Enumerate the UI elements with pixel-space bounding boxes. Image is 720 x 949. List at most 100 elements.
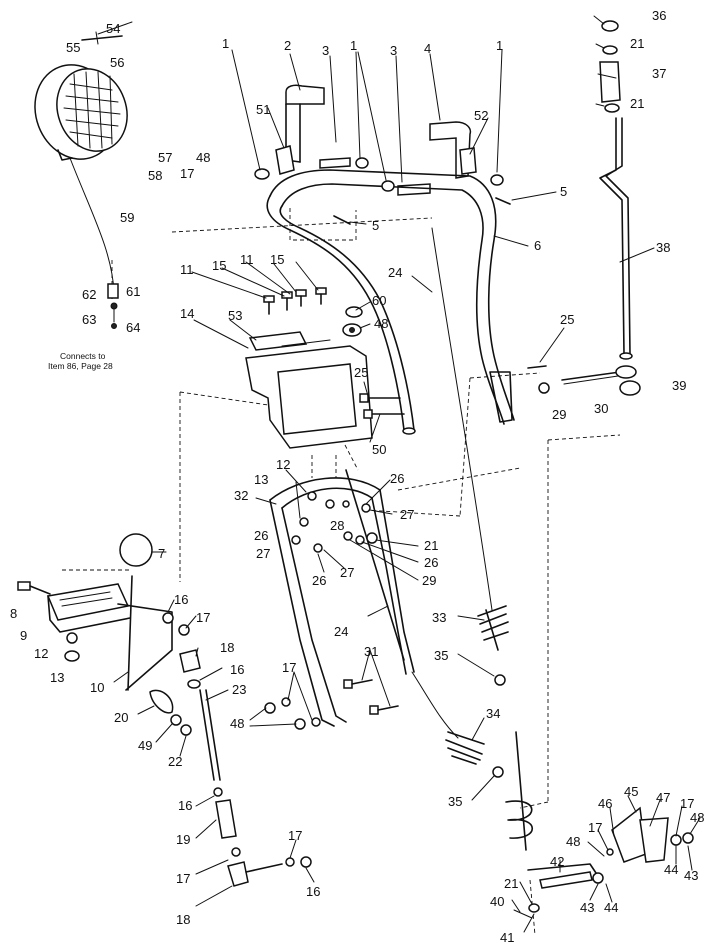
- callout-35: 35: [448, 794, 462, 809]
- callout-26: 26: [254, 528, 268, 543]
- callout-3: 3: [322, 43, 329, 58]
- callout-48: 48: [196, 150, 210, 165]
- callout-5: 5: [560, 184, 567, 199]
- callout-40: 40: [490, 894, 504, 909]
- callout-24: 24: [334, 624, 348, 639]
- callout-6: 6: [534, 238, 541, 253]
- callout-46: 46: [598, 796, 612, 811]
- callout-27: 27: [400, 507, 414, 522]
- callout-60: 60: [372, 293, 386, 308]
- connection-note-line2: Item 86, Page 28: [48, 361, 113, 371]
- callout-34: 34: [486, 706, 500, 721]
- callout-58: 58: [148, 168, 162, 183]
- callout-26: 26: [312, 573, 326, 588]
- callout-23: 23: [232, 682, 246, 697]
- callout-16: 16: [230, 662, 244, 677]
- callout-30: 30: [594, 401, 608, 416]
- callout-16: 16: [178, 798, 192, 813]
- control-knob: [119, 533, 153, 567]
- callout-labels: 54 55 56 1 2 3 1 3 4 1 36 21 37 21 51 52…: [10, 8, 704, 945]
- callout-38: 38: [656, 240, 670, 255]
- callout-25: 25: [560, 312, 574, 327]
- callout-44: 44: [664, 862, 678, 877]
- callout-27: 27: [340, 565, 354, 580]
- callout-26: 26: [390, 471, 404, 486]
- callout-21: 21: [630, 96, 644, 111]
- callout-12: 12: [276, 457, 290, 472]
- callout-21: 21: [630, 36, 644, 51]
- callout-52: 52: [474, 108, 488, 123]
- callout-44: 44: [604, 900, 618, 915]
- callout-24: 24: [388, 265, 402, 280]
- callout-1: 1: [496, 38, 503, 53]
- callout-7: 7: [158, 546, 165, 561]
- callout-18: 18: [220, 640, 234, 655]
- callout-43: 43: [580, 900, 594, 915]
- callout-48: 48: [230, 716, 244, 731]
- callout-16: 16: [306, 884, 320, 899]
- callout-5: 5: [372, 218, 379, 233]
- callout-17: 17: [176, 871, 190, 886]
- control-console: [245, 331, 405, 449]
- callout-26: 26: [424, 555, 438, 570]
- callout-42: 42: [550, 854, 564, 869]
- callout-57: 57: [158, 150, 172, 165]
- callout-37: 37: [652, 66, 666, 81]
- callout-10: 10: [90, 680, 104, 695]
- callout-15: 15: [212, 258, 226, 273]
- callout-53: 53: [228, 308, 242, 323]
- callout-15: 15: [270, 252, 284, 267]
- callout-11: 11: [180, 262, 194, 277]
- callout-27: 27: [256, 546, 270, 561]
- callout-55: 55: [66, 40, 80, 55]
- callout-21: 21: [424, 538, 438, 553]
- callout-43: 43: [684, 868, 698, 883]
- callout-28: 28: [330, 518, 344, 533]
- callout-13: 13: [50, 670, 64, 685]
- callout-17: 17: [282, 660, 296, 675]
- callout-31: 31: [364, 644, 378, 659]
- callout-32: 32: [234, 488, 248, 503]
- callout-17: 17: [680, 796, 694, 811]
- callout-13: 13: [254, 472, 268, 487]
- callout-17: 17: [288, 828, 302, 843]
- callout-56: 56: [110, 55, 124, 70]
- callout-17: 17: [196, 610, 210, 625]
- callout-63: 63: [82, 312, 96, 327]
- callout-51: 51: [256, 102, 270, 117]
- callout-29: 29: [422, 573, 436, 588]
- callout-62: 62: [82, 287, 96, 302]
- callout-1: 1: [350, 38, 357, 53]
- callout-61: 61: [126, 284, 140, 299]
- callout-17: 17: [588, 820, 602, 835]
- callout-19: 19: [176, 832, 190, 847]
- callout-3: 3: [390, 43, 397, 58]
- frame-bolts: [264, 679, 399, 730]
- callout-48: 48: [566, 834, 580, 849]
- control-cables: [411, 227, 509, 778]
- upper-handle: [254, 84, 515, 435]
- leader-lines: [97, 15, 701, 933]
- callout-25: 25: [354, 365, 368, 380]
- callout-33: 33: [432, 610, 446, 625]
- callout-14: 14: [180, 306, 194, 321]
- shift-rod-assembly: [527, 20, 641, 396]
- callout-48: 48: [374, 316, 388, 331]
- lower-handle-frame: [269, 469, 415, 727]
- callout-4: 4: [424, 41, 431, 56]
- callout-9: 9: [20, 628, 27, 643]
- wire-connector: [107, 283, 119, 329]
- callout-17: 17: [180, 166, 194, 181]
- callout-8: 8: [10, 606, 17, 621]
- callout-59: 59: [120, 210, 134, 225]
- callout-18: 18: [176, 912, 190, 927]
- callout-20: 20: [114, 710, 128, 725]
- callout-48: 48: [690, 810, 704, 825]
- callout-45: 45: [624, 784, 638, 799]
- callout-39: 39: [672, 378, 686, 393]
- linkage-rod: [149, 689, 312, 887]
- callout-1: 1: [222, 36, 229, 51]
- callout-64: 64: [126, 320, 140, 335]
